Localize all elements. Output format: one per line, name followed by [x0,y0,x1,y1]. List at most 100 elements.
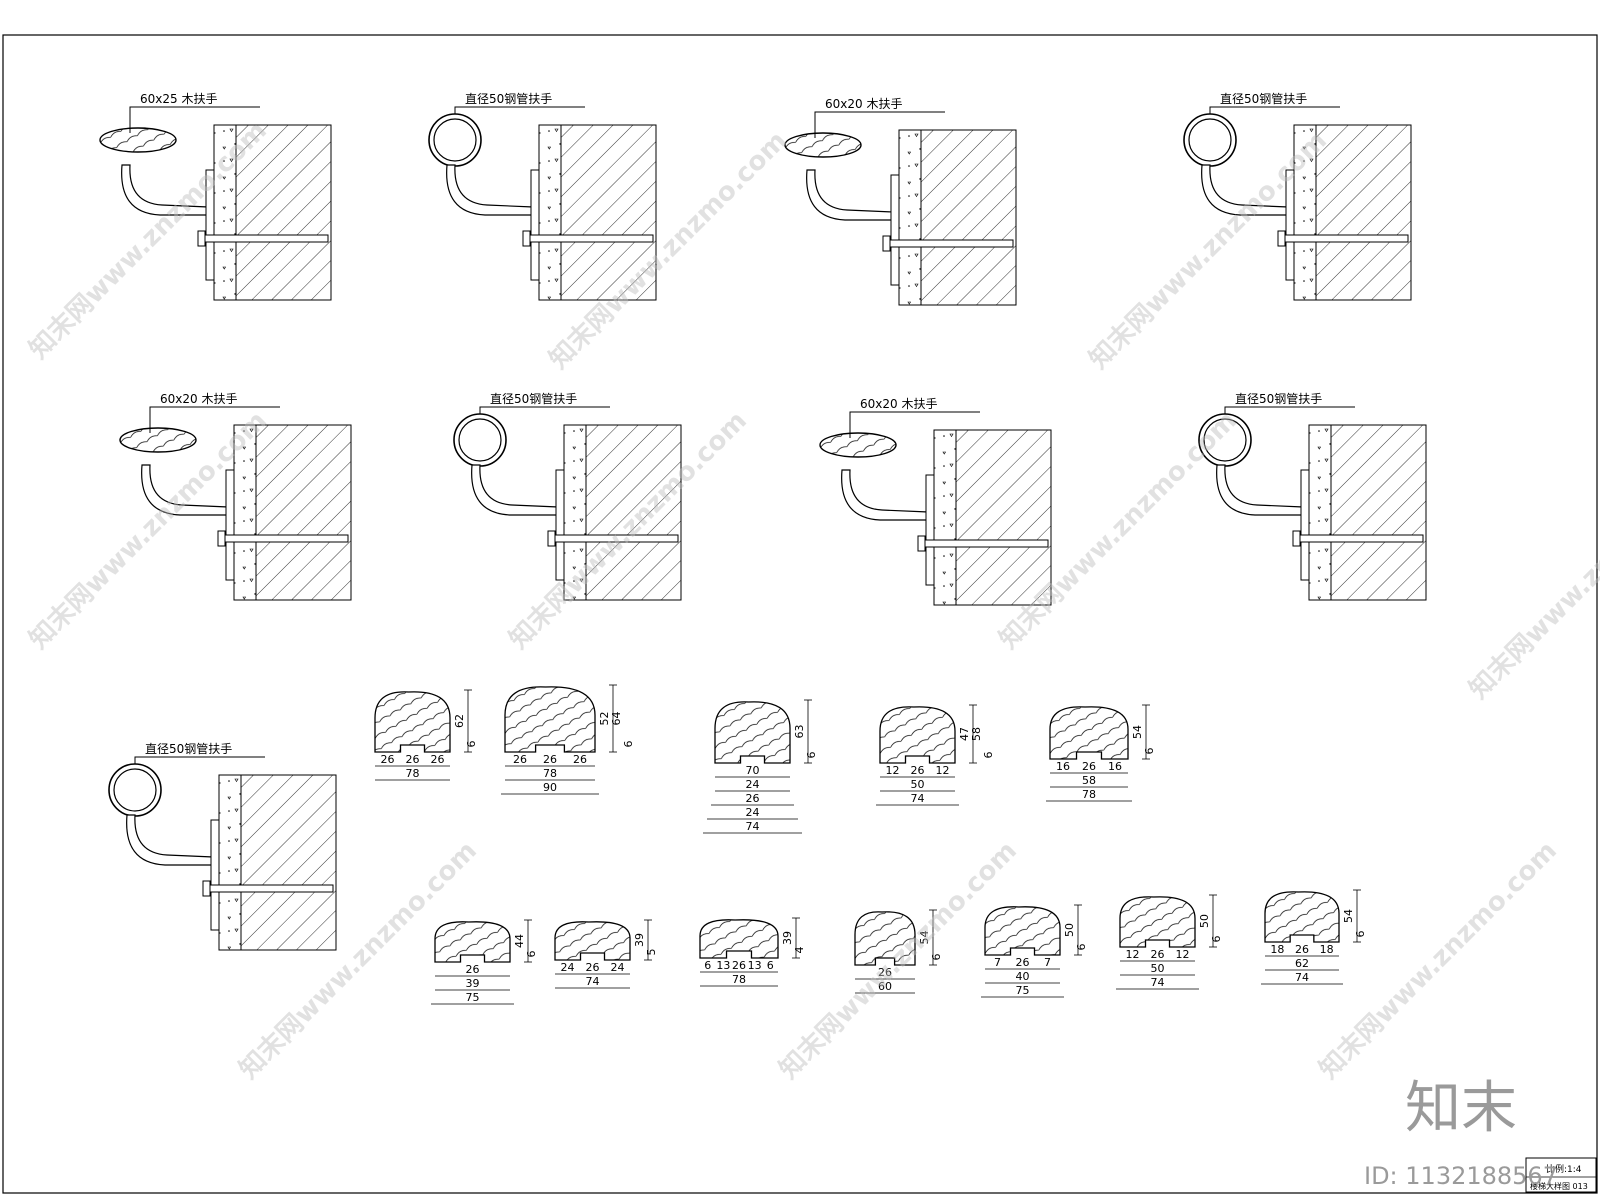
rail-profile [504,686,596,753]
bracket-4: 直径50钢管扶手 [1183,91,1412,301]
wall-section [1330,424,1427,601]
height-dim-label: 4 [793,947,806,954]
height-dim-label: 58 [970,727,983,741]
bracket-arm [841,469,929,521]
total-dim-label: 58 [1082,774,1096,787]
drawing-number: 楼梯大样图 013 [1530,1181,1588,1191]
base-plate [530,169,540,281]
bracket-label: 直径50钢管扶手 [490,391,577,406]
base-plate [555,469,565,581]
wall-section [920,129,1017,306]
wall-section [560,124,657,301]
height-dim-label: 5 [645,949,658,956]
leader-line [149,406,280,433]
height-dim-label: 63 [793,725,806,739]
watermark-text: 知末网www.znzmo.com [1314,836,1563,1085]
anchor-bolt [219,534,349,543]
total-dim-label: 62 [1295,957,1309,970]
steel-tube [1183,113,1237,167]
height-dim-label: 50 [1198,914,1211,928]
steel-tube-inner [1203,418,1247,462]
total-dim-label: 78 [732,973,746,986]
total-dim-label: 75 [466,991,480,1004]
anchor-bolt [919,539,1049,548]
total-dim-label: 74 [1295,971,1309,984]
base-plate [225,469,235,581]
rail-profile [879,706,956,764]
rail-profile [984,906,1061,956]
bracket-arm [1216,464,1304,516]
bolt-nut [197,230,206,247]
watermark-id: ID: 1132188567 [1364,1162,1558,1190]
watermark-logo: 知末 [1405,1076,1517,1141]
total-dim-label: 39 [466,977,480,990]
bottom-dim-label: 26 [513,753,527,766]
height-dim-label: 39 [633,933,646,947]
base-plate [890,174,900,286]
title-block: 比例:1:4 楼梯大样图 013 [1525,1157,1597,1193]
steel-tube-inner [433,118,477,162]
height-dim-label: 6 [465,741,478,748]
bottom-dim-label: 7 [1044,956,1051,969]
total-dim-label: 78 [543,767,557,780]
bracket-7: 60x20 木扶手 [819,396,1052,606]
leader-line [849,411,980,438]
steel-tube [108,763,162,817]
bottom-dim-label: 70 [746,764,760,777]
wood-rail [784,132,862,158]
bracket-label: 直径50钢管扶手 [145,741,232,756]
bracket-3: 60x20 木扶手 [784,96,1017,306]
wall-section [1315,124,1412,301]
steel-tube [453,413,507,467]
total-dim-label: 74 [586,975,600,988]
total-dim-label: 74 [746,820,760,833]
watermark-text: 知末网www.znzmo.com [1464,456,1600,705]
total-dim-label: 78 [406,767,420,780]
base-plate [1300,469,1310,581]
bolt-nut [1277,230,1286,247]
total-dim-label: 26 [746,792,760,805]
bolt-nut [1292,530,1301,547]
bottom-dim-label: 26 [543,753,557,766]
bottom-dim-label: 26 [406,753,420,766]
rail-profile [1264,891,1340,943]
anchor-bolt [884,239,1014,248]
bracket-arm [1201,164,1289,216]
bottom-dim-label: 26 [1016,956,1030,969]
bracket-2: 直径50钢管扶手 [428,91,657,301]
anchor-bolt [204,884,334,893]
bottom-dim-label: 26 [431,753,445,766]
base-plate [210,819,220,931]
bottom-dim-label: 26 [586,961,600,974]
leader-line [129,106,260,133]
bottom-dim-label: 12 [886,764,900,777]
height-dim-label: 44 [513,934,526,948]
bottom-dim-label: 26 [381,753,395,766]
bottom-dim-label: 13 [716,959,730,972]
rail-profile [699,919,779,959]
bottom-dim-label: 6 [704,959,711,972]
height-dim-label: 6 [930,954,943,961]
bottom-dim-label: 26 [573,753,587,766]
bottom-dim-label: 26 [1151,948,1165,961]
height-dim-label: 54 [1131,725,1144,739]
watermark-text: 知末网www.znzmo.com [774,836,1023,1085]
height-dim-label: 62 [453,714,466,728]
bolt-nut [882,235,891,252]
wall-section [585,424,682,601]
plaster-layer [218,774,242,951]
bottom-dim-label: 26 [1082,760,1096,773]
bottom-dim-label: 12 [1176,948,1190,961]
steel-tube-inner [113,768,157,812]
bottom-dim-label: 18 [1320,943,1334,956]
bottom-dim-label: 26 [878,966,892,979]
